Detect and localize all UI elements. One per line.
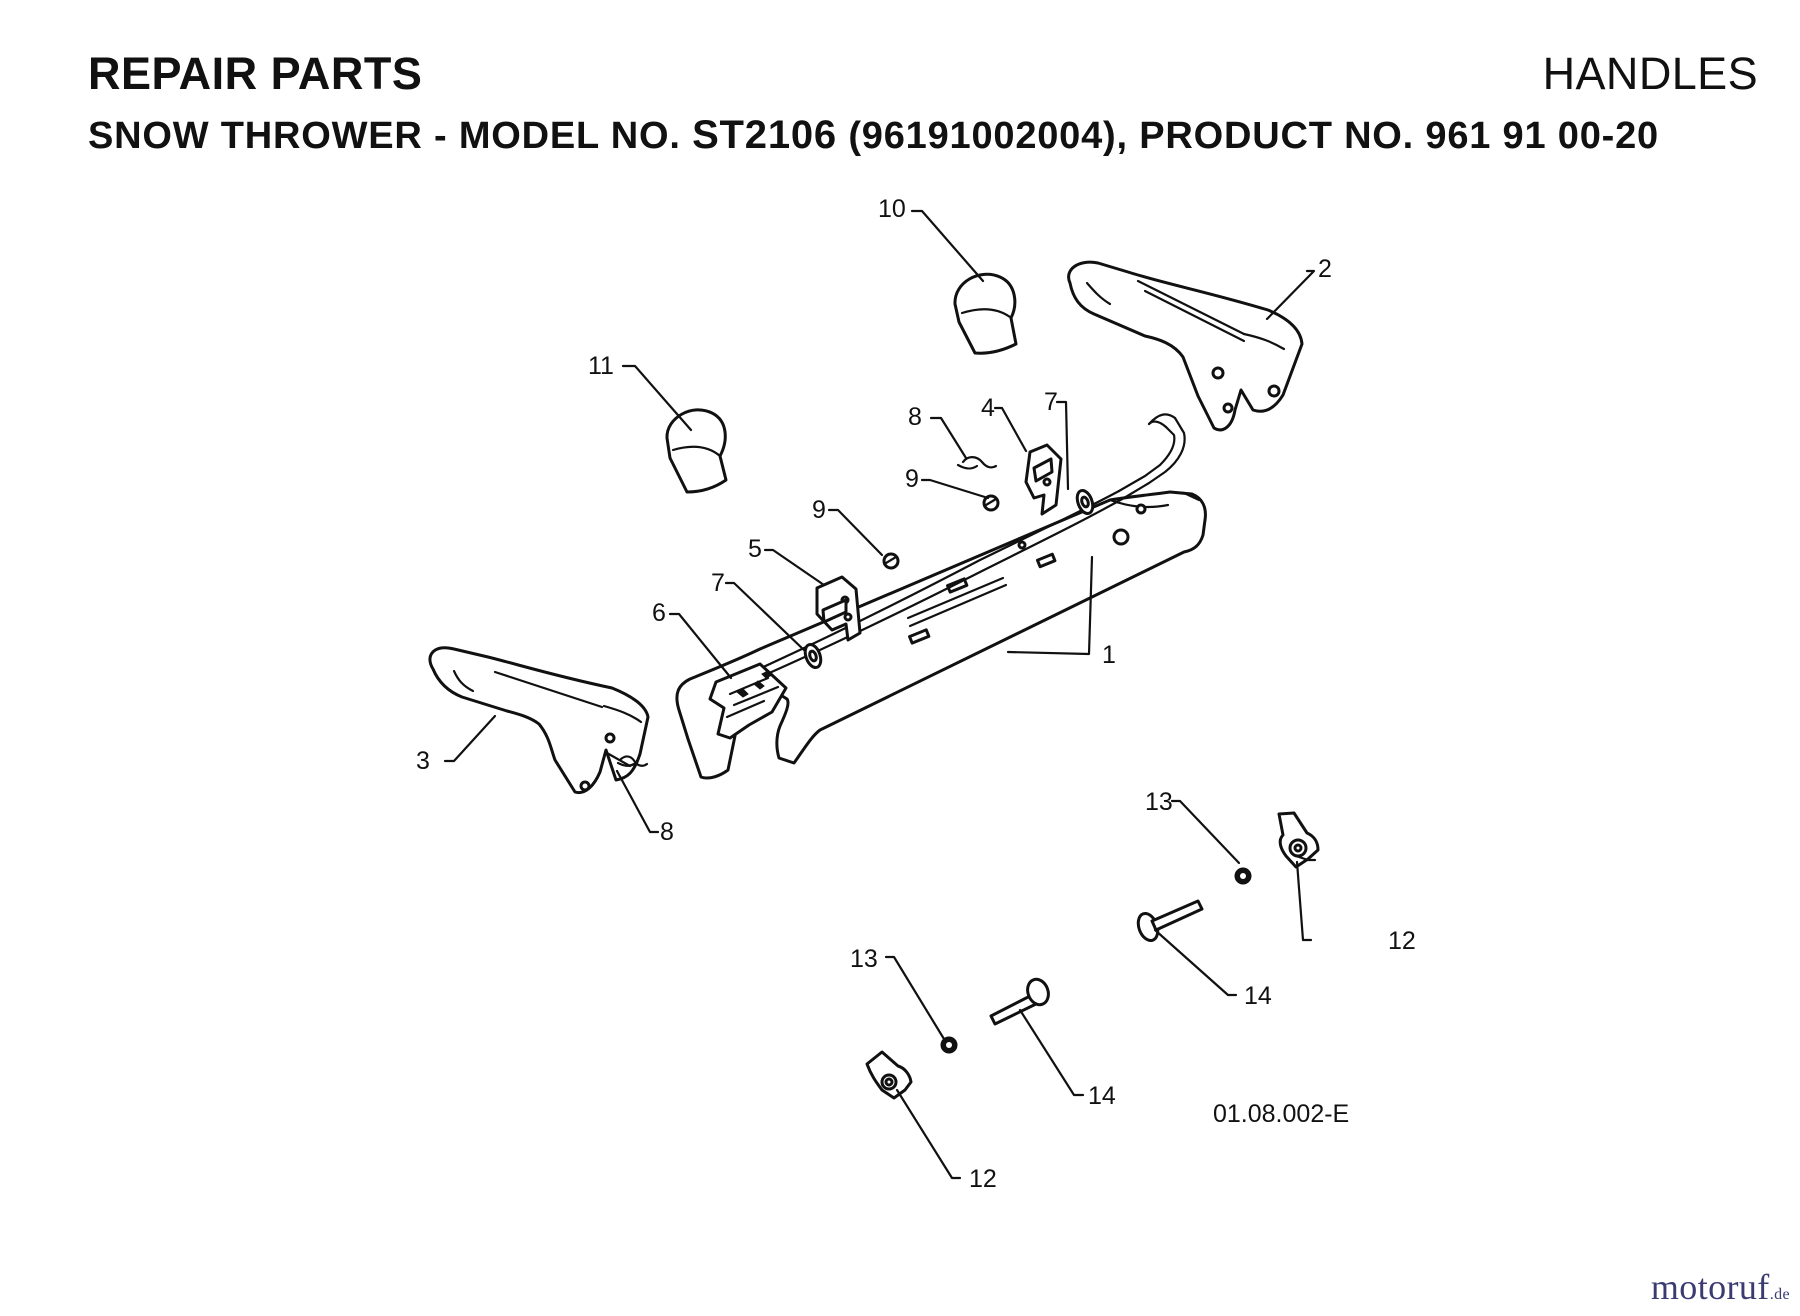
page-header: REPAIR PARTS HANDLES SNOW THROWER - MODE… <box>88 48 1758 168</box>
callout-9-upper: 9 <box>905 465 919 493</box>
bracket-4-icon <box>1024 443 1063 516</box>
model-number: ST2106 <box>692 113 837 157</box>
knob-12-lower-icon <box>865 1050 913 1100</box>
callout-7-lower: 7 <box>711 569 725 597</box>
subtitle-prefix: SNOW THROWER - MODEL NO. <box>88 115 681 157</box>
model-subtitle: SNOW THROWER - MODEL NO. ST2106 (9619100… <box>88 113 1758 158</box>
watermark-brand: motoruf <box>1650 1267 1770 1307</box>
callout-5: 5 <box>748 535 762 563</box>
knob-11-icon <box>665 408 728 494</box>
callout-4: 4 <box>981 394 995 422</box>
callout-13-lower: 13 <box>850 945 878 973</box>
knob-10-icon <box>953 272 1018 355</box>
callout-8-lower: 8 <box>660 818 674 846</box>
bolt-14-lower-icon <box>989 977 1050 1026</box>
washer-7-upper-icon <box>1075 488 1095 516</box>
drawing-code: 01.08.002-E <box>1213 1100 1349 1128</box>
nut-9-upper-icon <box>982 494 1000 512</box>
watermark-logo: motoruf.de <box>1651 1266 1790 1308</box>
bolt-14-upper-icon <box>1136 899 1204 943</box>
callout-8-upper: 8 <box>908 403 922 431</box>
callout-7-upper: 7 <box>1044 388 1058 416</box>
callout-13-upper: 13 <box>1145 788 1173 816</box>
nut-9-lower-icon <box>882 552 900 570</box>
washer-13-upper-icon <box>1234 867 1252 885</box>
washer-13-lower-icon <box>940 1036 958 1054</box>
callout-14-lower: 14 <box>1088 1082 1116 1110</box>
spring-8-upper-icon <box>956 456 998 470</box>
callout-12-lower: 12 <box>969 1165 997 1193</box>
callout-1: 1 <box>1102 641 1116 669</box>
callout-14-upper: 14 <box>1244 982 1272 1010</box>
washer-7-lower-icon <box>803 642 823 670</box>
bracket-6-icon <box>708 662 788 740</box>
callout-10: 10 <box>878 195 906 223</box>
callout-6: 6 <box>652 599 666 627</box>
spring-8-lower-icon <box>616 755 649 767</box>
bracket-1-icon <box>675 490 1207 780</box>
watermark-suffix: .de <box>1769 1286 1790 1303</box>
bracket-5-icon <box>815 575 862 642</box>
callout-12-upper: 12 <box>1388 927 1416 955</box>
subtitle-suffix: (96191002004), PRODUCT NO. 961 91 00-20 <box>848 115 1659 157</box>
page-title: REPAIR PARTS <box>88 48 423 99</box>
callout-9-lower: 9 <box>812 496 826 524</box>
handle-3-icon <box>428 646 650 795</box>
section-title: HANDLES <box>1542 48 1758 99</box>
handle-2-icon <box>1067 260 1304 432</box>
callout-leaders <box>443 209 1317 1180</box>
callout-3: 3 <box>416 747 430 775</box>
callout-11: 11 <box>588 352 614 380</box>
callout-2: 2 <box>1318 255 1332 283</box>
